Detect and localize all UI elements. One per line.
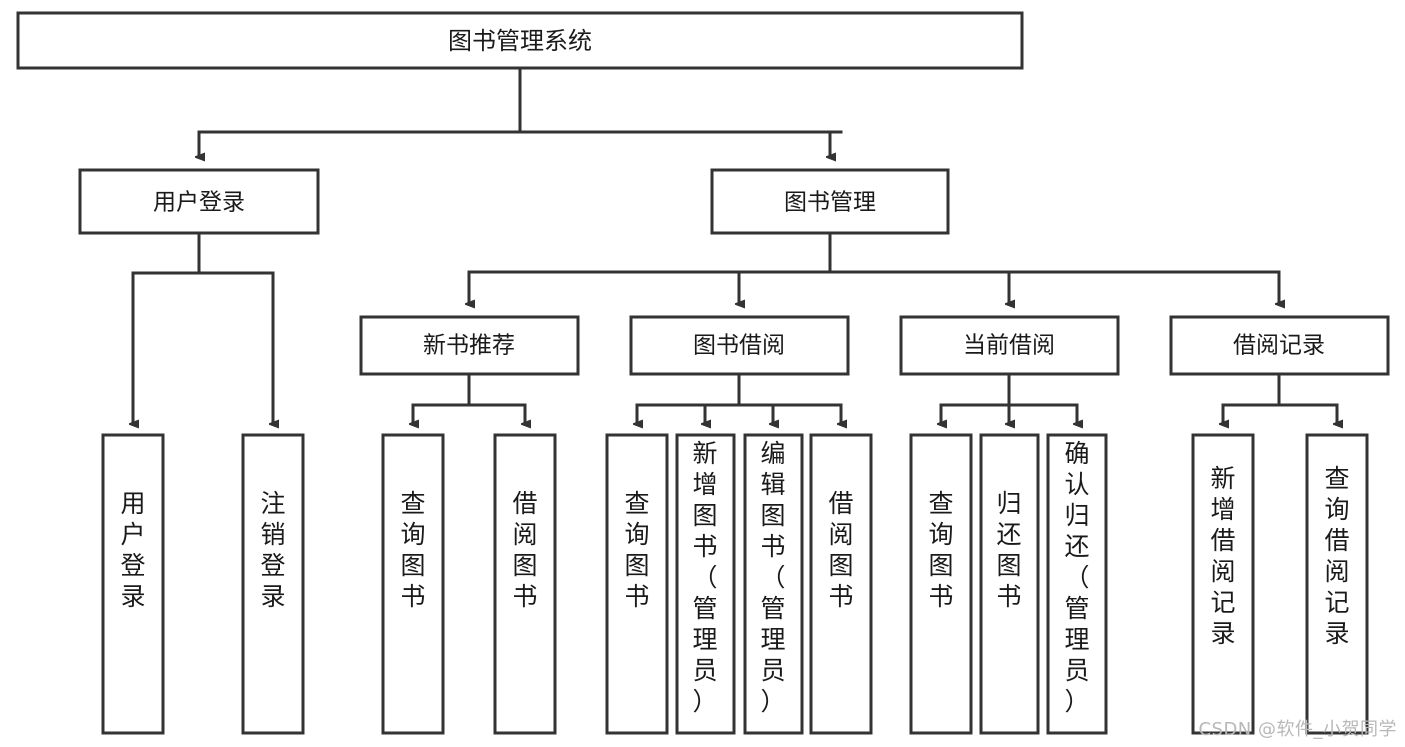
edge-group-newbook-to-leaves (413, 372, 525, 424)
node-leaf-box[interactable] (605, 433, 669, 735)
node-user-login-label: 用户登录 (153, 190, 245, 216)
node-leaf-current-borrow-1[interactable]: 查询图书 (909, 433, 973, 735)
node-borrow-record-box[interactable] (1169, 315, 1390, 376)
node-leaf-book-borrow-4-label: 借阅图书 (828, 489, 853, 611)
node-leaf-borrow-record-2[interactable]: 查询借阅记录 (1305, 433, 1369, 735)
node-leaf-current-borrow-2[interactable]: 归还图书 (979, 433, 1040, 735)
node-leaf-new-book-1-label: 查询图书 (400, 489, 425, 611)
node-root-box[interactable] (16, 11, 1024, 70)
node-new-book-recommend[interactable]: 新书推荐 (359, 315, 580, 376)
node-leaf-user-login-1[interactable]: 用户登录 (101, 433, 165, 735)
node-book-manage-label: 图书管理 (784, 190, 876, 216)
node-leaf-borrow-record-2-label: 查询借阅记录 (1324, 464, 1349, 648)
node-leaf-box[interactable] (1046, 433, 1108, 735)
node-leaf-box[interactable] (1305, 433, 1369, 735)
node-leaf-current-borrow-3[interactable]: 确认归还（管理员） (1046, 433, 1108, 735)
node-leaf-book-borrow-4[interactable]: 借阅图书 (809, 433, 873, 735)
node-leaf-box[interactable] (101, 433, 165, 735)
node-leaf-book-borrow-3[interactable]: 编辑图书（管理员） (743, 433, 804, 735)
node-leaf-book-borrow-2-label: 新增图书（管理员） (692, 439, 717, 716)
node-leaf-box[interactable] (675, 433, 736, 735)
node-borrow-record-label: 借阅记录 (1233, 333, 1325, 359)
edge-group-userlogin-to-leaves (133, 231, 273, 424)
node-leaf-book-borrow-3-label: 编辑图书（管理员） (760, 439, 785, 716)
node-root[interactable]: 图书管理系统 (16, 11, 1024, 70)
node-user-login-box[interactable] (78, 168, 320, 235)
node-leaf-book-borrow-1-label: 查询图书 (624, 489, 649, 611)
edge-group-current-to-leaves (941, 372, 1077, 424)
node-leaf-borrow-record-1-label: 新增借阅记录 (1210, 464, 1235, 648)
edge-group-borrow-to-leaves (637, 372, 841, 424)
node-new-book-recommend-label: 新书推荐 (423, 333, 515, 359)
node-leaf-current-borrow-2-label: 归还图书 (996, 489, 1021, 611)
node-leaf-box[interactable] (979, 433, 1040, 735)
node-book-manage-box[interactable] (710, 168, 950, 235)
node-borrow-record[interactable]: 借阅记录 (1169, 315, 1390, 376)
edge-group-bookmanage-to-level3 (469, 231, 1279, 304)
node-leaf-box[interactable] (241, 433, 305, 735)
node-leaf-book-borrow-2[interactable]: 新增图书（管理员） (675, 433, 736, 735)
node-leaf-box[interactable] (1191, 433, 1255, 735)
node-leaf-book-borrow-1[interactable]: 查询图书 (605, 433, 669, 735)
node-leaf-user-login-1-label: 用户登录 (120, 489, 145, 611)
edge-group-root-to-level2 (199, 66, 843, 157)
node-book-borrow-box[interactable] (629, 315, 850, 376)
edge-group-record-to-leaves (1223, 372, 1337, 424)
node-leaf-box[interactable] (743, 433, 804, 735)
node-leaf-current-borrow-1-label: 查询图书 (928, 489, 953, 611)
node-leaf-user-login-2-label: 注销登录 (260, 489, 285, 611)
node-root-label: 图书管理系统 (448, 27, 592, 55)
node-leaf-new-book-1[interactable]: 查询图书 (381, 433, 445, 735)
node-user-login[interactable]: 用户登录 (78, 168, 320, 235)
node-leaf-new-book-2[interactable]: 借阅图书 (493, 433, 557, 735)
node-leaf-box[interactable] (809, 433, 873, 735)
node-current-borrow-label: 当前借阅 (963, 333, 1055, 359)
node-leaf-borrow-record-1[interactable]: 新增借阅记录 (1191, 433, 1255, 735)
node-new-book-recommend-box[interactable] (359, 315, 580, 376)
node-leaf-box[interactable] (493, 433, 557, 735)
node-leaf-box[interactable] (381, 433, 445, 735)
node-current-borrow-box[interactable] (899, 315, 1120, 376)
node-book-manage[interactable]: 图书管理 (710, 168, 950, 235)
node-leaf-new-book-2-label: 借阅图书 (512, 489, 537, 611)
node-book-borrow-label: 图书借阅 (693, 333, 785, 359)
node-leaf-user-login-2[interactable]: 注销登录 (241, 433, 305, 735)
node-current-borrow[interactable]: 当前借阅 (899, 315, 1120, 376)
node-book-borrow[interactable]: 图书借阅 (629, 315, 850, 376)
node-leaf-box[interactable] (909, 433, 973, 735)
node-leaf-current-borrow-3-label: 确认归还（管理员） (1064, 439, 1089, 716)
csdn-watermark: CSDN @软件_小贺同学 (1198, 719, 1397, 740)
